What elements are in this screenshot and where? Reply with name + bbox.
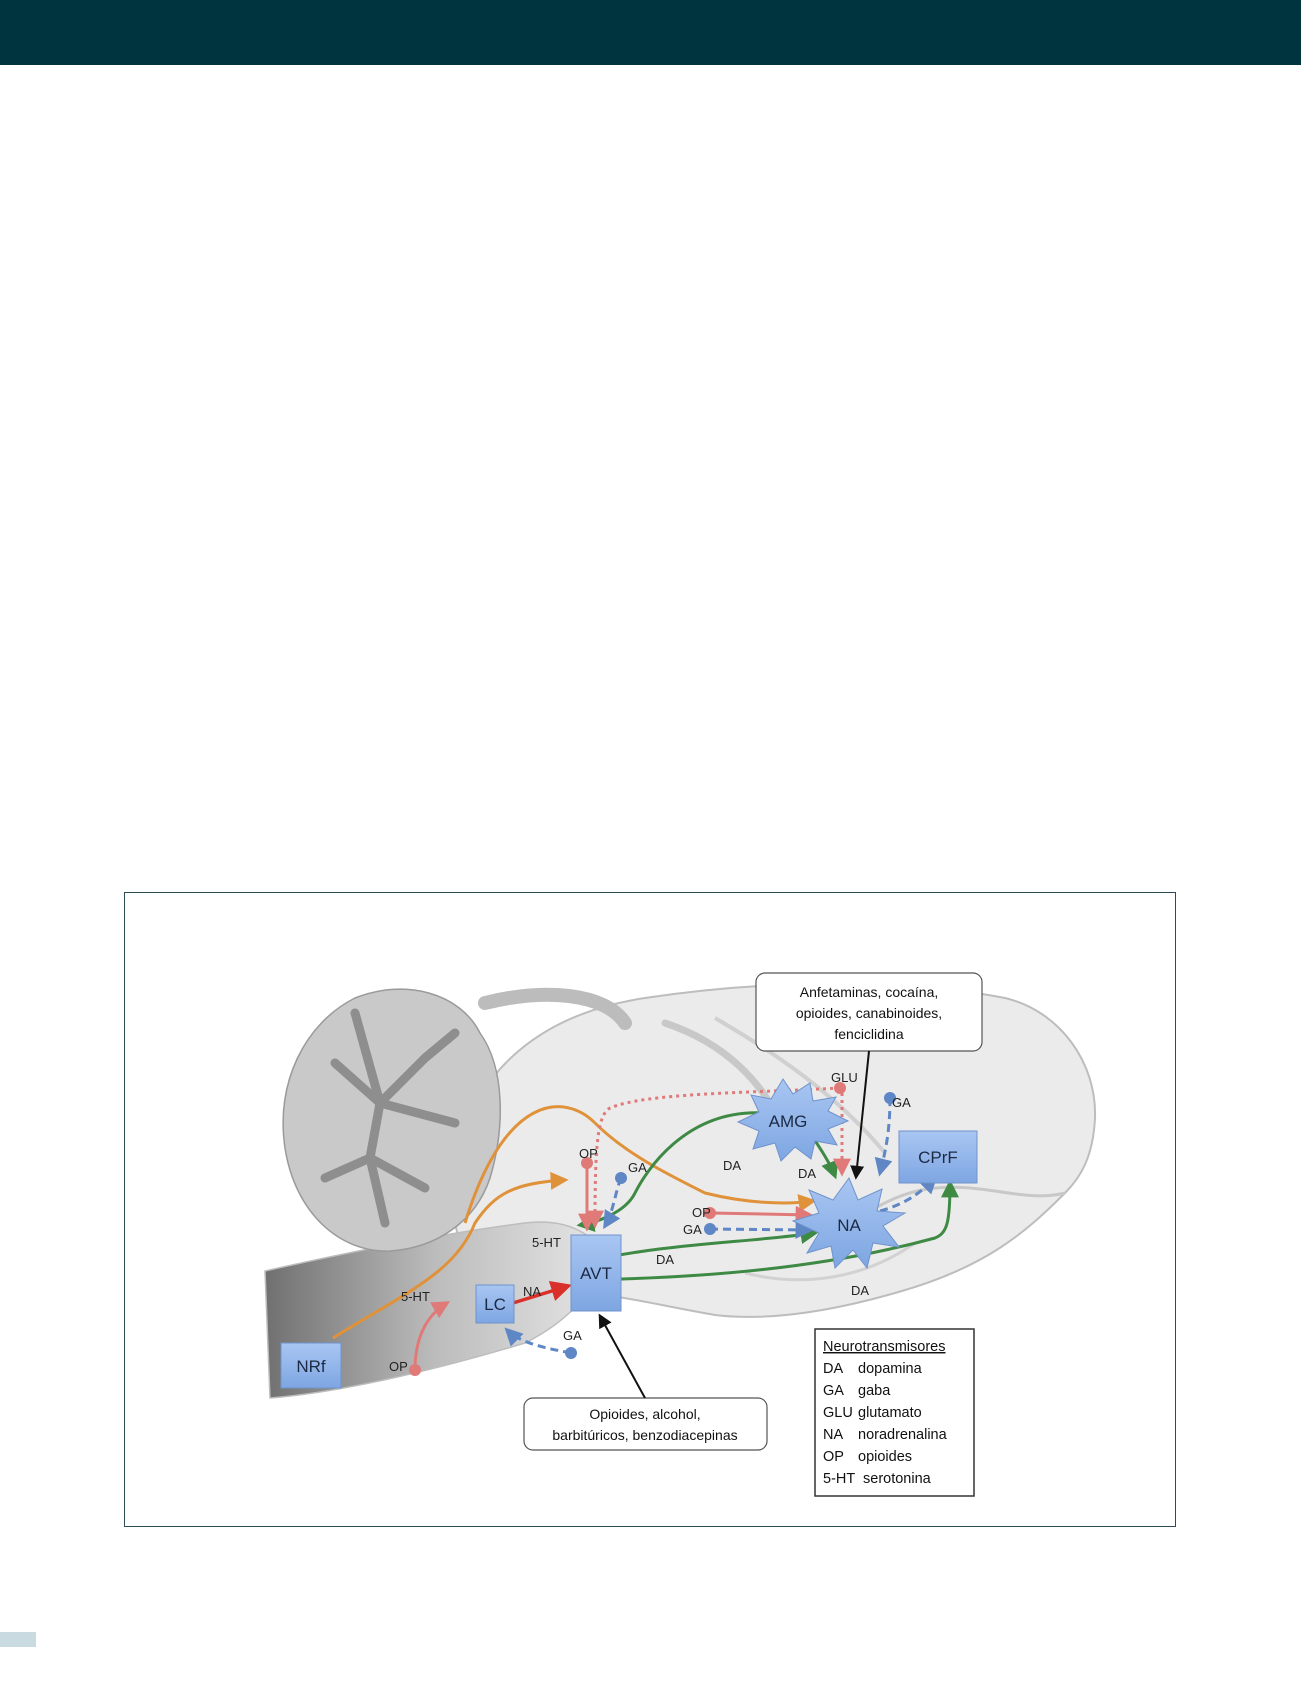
callout-top-line-2: opioides, canabinoides,	[796, 1005, 942, 1021]
label-5ht-avt: 5-HT	[532, 1235, 561, 1250]
legend-abbr: OP	[823, 1449, 844, 1465]
legend-name: noradrenalina	[858, 1427, 948, 1443]
label-glu: GLU	[831, 1070, 858, 1085]
node-cprf-label: CPrF	[918, 1148, 958, 1167]
label-ga-avt: GA	[628, 1160, 647, 1175]
legend-name: glutamato	[858, 1405, 922, 1421]
node-lc-label: LC	[484, 1295, 506, 1314]
label-5ht-nrf: 5-HT	[401, 1289, 430, 1304]
callout-bottom-line-1: Opioides, alcohol,	[589, 1406, 700, 1422]
label-da-avt-na: DA	[656, 1252, 674, 1267]
callout-bottom: Opioides, alcohol, barbitúricos, benzodi…	[524, 1316, 767, 1450]
node-nrf: NRf	[281, 1343, 341, 1388]
label-na-lc: NA	[523, 1284, 541, 1299]
legend-abbr: GA	[823, 1383, 844, 1399]
label-op-na: OP	[692, 1205, 711, 1220]
legend-abbr: DA	[823, 1361, 843, 1377]
opioid-pathway-na	[710, 1213, 810, 1215]
legend-name: serotonina	[863, 1471, 932, 1487]
label-ga-na: GA	[683, 1222, 702, 1237]
legend-name: opioides	[858, 1449, 912, 1465]
brain-reward-pathway-diagram: NRf LC AVT CPrF AMG NA 5-HT 5-HT OP NA G…	[125, 893, 1175, 1526]
legend: Neurotransmisores DA dopamina GA gaba GL…	[815, 1329, 974, 1496]
node-cprf: CPrF	[899, 1131, 977, 1183]
header-bar	[0, 0, 1301, 65]
label-ga-cprf: GA	[892, 1095, 911, 1110]
node-na-label: NA	[837, 1216, 861, 1235]
legend-title: Neurotransmisores	[823, 1339, 946, 1355]
label-da-amg: DA	[723, 1158, 741, 1173]
legend-abbr: NA	[823, 1427, 843, 1443]
node-amg-label: AMG	[769, 1112, 808, 1131]
label-op-avt: OP	[579, 1146, 598, 1161]
legend-abbr: GLU	[823, 1405, 853, 1421]
legend-abbr: 5-HT	[823, 1471, 855, 1487]
node-lc: LC	[476, 1285, 514, 1323]
node-nrf-label: NRf	[296, 1357, 326, 1376]
page-corner-mark	[0, 1632, 36, 1647]
figure-frame: NRf LC AVT CPrF AMG NA 5-HT 5-HT OP NA G…	[124, 892, 1176, 1527]
node-avt: AVT	[571, 1235, 621, 1311]
callout-top-line-1: Anfetaminas, cocaína,	[800, 984, 939, 1000]
label-ga-lc: GA	[563, 1328, 582, 1343]
callout-top-line-3: fenciclidina	[834, 1026, 903, 1042]
label-da-cprf: DA	[851, 1283, 869, 1298]
legend-name: gaba	[858, 1383, 891, 1399]
legend-name: dopamina	[858, 1361, 923, 1377]
callout-bottom-line-2: barbitúricos, benzodiacepinas	[552, 1427, 737, 1443]
node-avt-label: AVT	[580, 1264, 612, 1283]
label-da-amg-na: DA	[798, 1166, 816, 1181]
label-op-lc: OP	[389, 1359, 408, 1374]
